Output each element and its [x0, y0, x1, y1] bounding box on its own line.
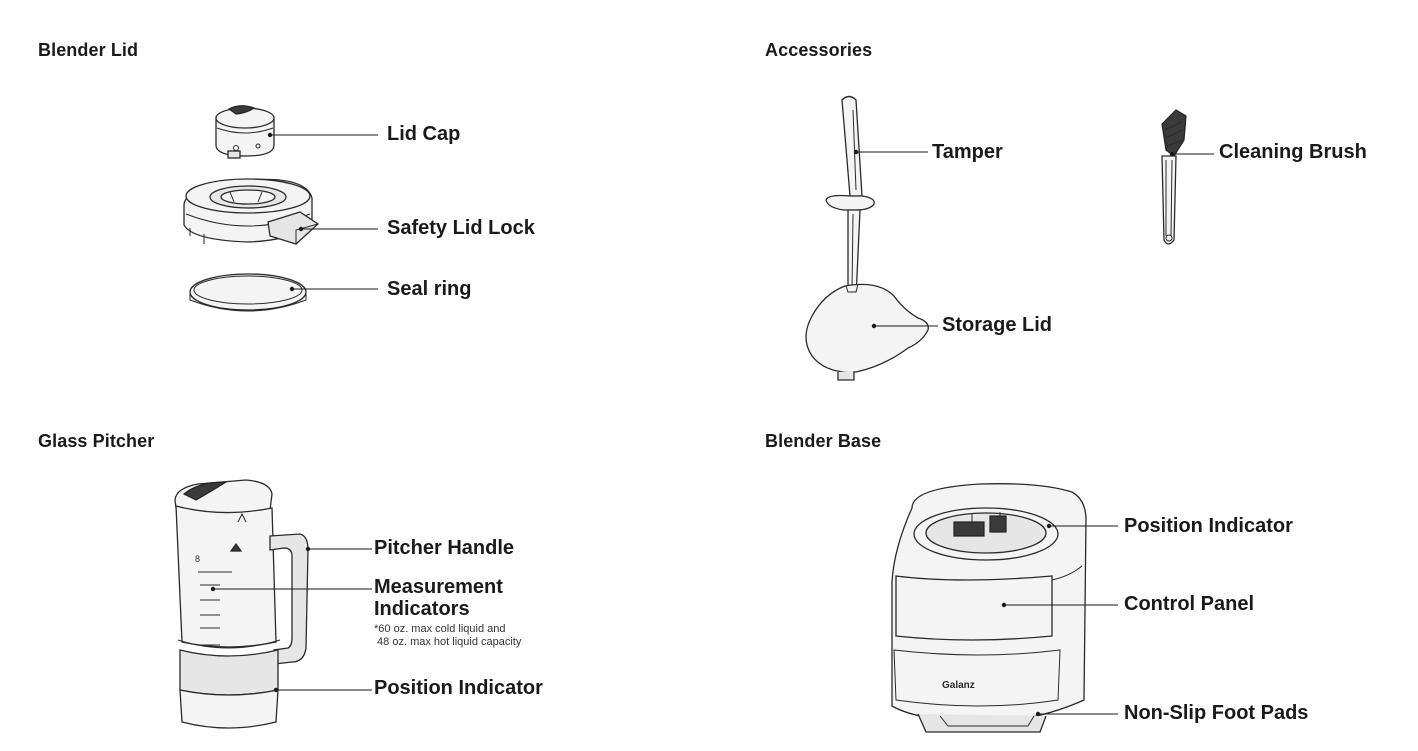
- section-title-blender-lid: Blender Lid: [38, 40, 139, 60]
- label-pitcher-handle: Pitcher Handle: [374, 537, 515, 559]
- label-seal-ring: Seal ring: [387, 278, 472, 300]
- tamper-illustration: [825, 95, 875, 302]
- label-safety-lid-lock: Safety Lid Lock: [387, 217, 535, 239]
- cleaning-brush-illustration: [1161, 109, 1187, 245]
- label-pitcher-position-indicator: Position Indicator: [374, 677, 543, 699]
- section-title-blender-base: Blender Base: [765, 431, 882, 451]
- section-title-accessories: Accessories: [765, 40, 873, 60]
- section-title-glass-pitcher: Glass Pitcher: [38, 431, 155, 451]
- label-measurement-indicators: Measurement Indicators: [374, 576, 503, 620]
- lid-cap-illustration: [215, 105, 275, 159]
- label-non-slip-foot-pads: Non-Slip Foot Pads: [1124, 702, 1309, 724]
- capacity-note: *60 oz. max cold liquid and 48 oz. max h…: [374, 623, 522, 648]
- lid-body-illustration: [183, 178, 320, 245]
- storage-lid-illustration: [805, 283, 929, 381]
- label-lid-cap: Lid Cap: [387, 123, 461, 145]
- brand-logo: Galanz: [942, 680, 975, 691]
- svg-text:8: 8: [195, 554, 200, 564]
- label-tamper: Tamper: [932, 141, 1003, 163]
- label-control-panel: Control Panel: [1124, 593, 1255, 615]
- seal-ring-illustration: [189, 273, 307, 312]
- label-storage-lid: Storage Lid: [942, 314, 1053, 336]
- label-base-position-indicator: Position Indicator: [1124, 515, 1293, 537]
- glass-pitcher-illustration: 8: [174, 479, 309, 729]
- blender-base-illustration: [891, 483, 1087, 733]
- label-cleaning-brush: Cleaning Brush: [1219, 141, 1367, 163]
